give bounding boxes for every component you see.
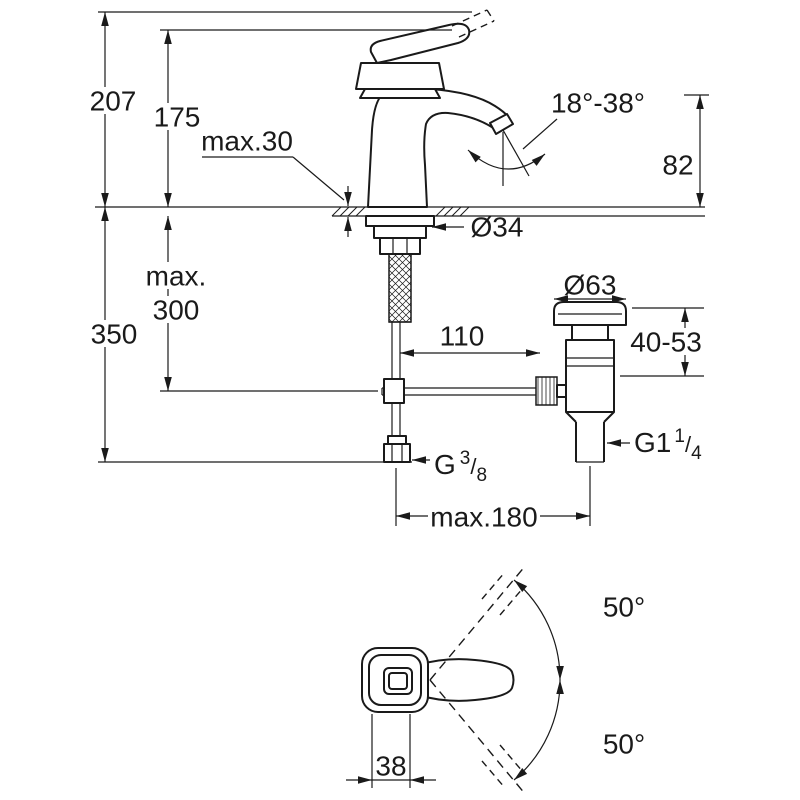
- dim-max180-label: max.180: [430, 502, 537, 533]
- below-deck-assembly: [365, 215, 536, 463]
- spout-body-outline: [367, 87, 510, 208]
- lever-plan-outline: [417, 658, 515, 702]
- dim-below-deck-height: 350: [87, 207, 412, 463]
- dim-rod-offset: 110: [400, 321, 540, 357]
- dim-overall-height: 207: [86, 11, 472, 207]
- mounting-washer: [373, 225, 427, 239]
- dim-waste-flange-diameter: Ø63: [554, 270, 626, 303]
- dim-body-height: 175: [150, 29, 452, 207]
- dim-spout-angle: 18°-38°: [467, 88, 645, 170]
- supply-connector: [383, 435, 411, 463]
- dim-350-label: 350: [91, 319, 138, 350]
- pop-up-waste: [535, 301, 627, 463]
- dim-reach-max: max.180: [395, 466, 591, 533]
- swing-axis-upper: [429, 564, 527, 681]
- dim-outlet-height: 82: [662, 94, 709, 207]
- deck-hatching: [331, 206, 470, 217]
- swing-angle-lower-label: 50°: [603, 729, 645, 760]
- dim-max300-label-line1: max.: [146, 261, 207, 292]
- dim-max30-label: max.30: [201, 126, 293, 157]
- dim-max300-label-line2: 300: [153, 295, 200, 326]
- dim-175-label: 175: [154, 102, 201, 133]
- dim-mounting-range: 40-53: [620, 307, 704, 377]
- body-cap: [359, 88, 441, 99]
- side-view: 207 175 max.30 18°-38° 82: [86, 9, 709, 533]
- faucet-body: [355, 9, 530, 208]
- pop-up-rod: [381, 378, 536, 404]
- knob-stem: [556, 384, 567, 398]
- dim-dia63-label: Ø63: [564, 270, 617, 301]
- dim-4053-label: 40-53: [630, 327, 702, 358]
- swing-range: 50° 50°: [429, 564, 645, 796]
- dim-82-label: 82: [662, 150, 693, 181]
- swing-arc-lower: [513, 679, 564, 781]
- dim-dia34-label: Ø34: [471, 212, 524, 243]
- waste-tailpipe: [575, 422, 605, 463]
- swing-arc-upper: [513, 579, 564, 681]
- escutcheon-center-detail: [388, 672, 408, 690]
- rod-clamp: [383, 378, 405, 404]
- dim-deck-thickness: max.30: [201, 126, 352, 237]
- mounting-deck: [95, 206, 705, 217]
- waste-body: [565, 339, 615, 413]
- threaded-shank: [388, 253, 412, 323]
- dim-207-label: 207: [90, 86, 137, 117]
- dim-110-label: 110: [440, 321, 485, 352]
- aerator: [489, 113, 514, 135]
- lever-raised-dashed: [451, 9, 495, 38]
- base-gasket: [365, 215, 435, 227]
- dim-hole-diameter: Ø34: [432, 212, 523, 243]
- swing-angle-upper-label: 50°: [603, 592, 645, 623]
- top-view: 50° 50° 38: [346, 564, 645, 796]
- dim-max-depth: max. 300: [144, 216, 378, 392]
- dim-angle-label: 18°-38°: [551, 88, 645, 119]
- mounting-nut: [379, 237, 421, 255]
- dim-38-label: 38: [375, 751, 406, 782]
- lever-handle: [369, 22, 471, 64]
- handle-escutcheon: [355, 62, 445, 90]
- swing-axis-lower: [429, 679, 527, 796]
- handle-top-view: [361, 647, 515, 713]
- adjusting-knob: [535, 376, 558, 406]
- dim-handle-width: 38: [346, 714, 436, 788]
